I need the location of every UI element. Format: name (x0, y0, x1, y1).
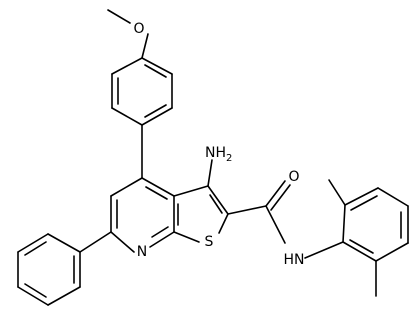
bond-c6-phenyl (79, 231, 112, 253)
bond-ring1-inner-1 (144, 64, 167, 78)
dimethylphenyl-ring (328, 179, 409, 297)
bond-ring1-f (111, 57, 143, 75)
bond-ph-b (17, 233, 49, 253)
pyridine-ring (110, 177, 175, 253)
methoxyphenyl-ring (111, 57, 173, 126)
bond-pyr-n-c6 (110, 231, 135, 253)
carbonyl-oxygen-label: O (288, 169, 299, 185)
bond-c2-carbonyl (227, 205, 267, 215)
bond-ph-a (47, 233, 81, 253)
bond-dm-c (377, 187, 409, 207)
bond-dm-b (344, 187, 379, 206)
bond-pyr-c7a-n (149, 231, 175, 248)
bond-th-c2-s (218, 213, 229, 234)
amine-subscript: 2 (226, 153, 232, 164)
bond-dm-f (342, 241, 377, 262)
bond-ring1-c (141, 107, 173, 126)
bond-c-o-2 (270, 184, 291, 211)
bond-th-c3a-c3 (173, 185, 209, 197)
bond-pyr-c5-c4 (110, 177, 143, 197)
bond-ph-inner-1 (24, 241, 47, 256)
atom-labels: O NH2 O HN N S (133, 21, 304, 268)
phenyl-ring (17, 231, 112, 306)
bond-th-s-c7a (173, 231, 200, 243)
thiophene-sulfur-label: S (205, 234, 214, 250)
bond-ph-inner-2 (24, 283, 47, 298)
methoxy-oxygen-label: O (133, 21, 144, 37)
bond-dm-inner-1 (350, 195, 378, 211)
bond-methyl-top (328, 179, 346, 206)
carboxamide-group (227, 180, 344, 259)
bond-pyr-inner-3 (151, 226, 169, 238)
pyridine-nitrogen-label: N (137, 244, 147, 260)
bond-th-inner-2 (209, 194, 223, 214)
amine-nh-text: NH (205, 145, 226, 161)
bond-n-aryl (304, 241, 344, 259)
bond-ring1-inner-2 (144, 104, 167, 118)
bond-pyr-inner-1 (145, 186, 168, 200)
bond-th-c3-c2 (207, 185, 229, 215)
bond-dm-e (375, 242, 409, 262)
bond-dm-inner-3 (349, 239, 374, 254)
bond-pyr-c4-c3a (141, 177, 175, 197)
bond-c-o-1 (265, 180, 286, 207)
bond-dm-a (342, 204, 346, 243)
methoxy-group (107, 9, 149, 59)
bond-ring1-d (111, 107, 143, 126)
bond-o-aryl (141, 33, 149, 59)
bond-c3-nh2 (207, 159, 213, 187)
bond-ph-d (17, 286, 49, 306)
amide-nh-label: HN (284, 252, 305, 268)
bond-ring1-a (141, 57, 173, 75)
bond-methyl-o (107, 9, 131, 24)
thiophene-ring (173, 185, 229, 243)
bond-ph-e (47, 286, 81, 306)
amine-label: NH2 (205, 145, 232, 164)
bond-carbonyl-n (265, 205, 286, 244)
